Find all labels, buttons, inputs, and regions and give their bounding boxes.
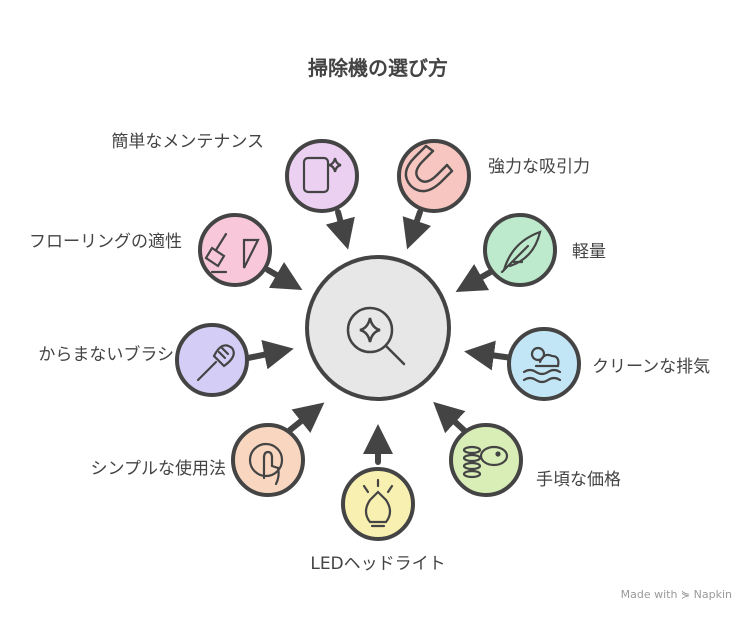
feather-icon — [500, 230, 542, 274]
node-price — [449, 423, 523, 497]
node-simple-use — [231, 423, 305, 497]
tablet-sparkle-icon — [302, 156, 342, 194]
arrow-maintenance — [325, 207, 355, 250]
label-price: 手頃な価格 — [536, 470, 621, 490]
label-exhaust: クリーンな排気 — [592, 357, 711, 377]
arrow-lightweight — [455, 264, 499, 292]
piggy-bank-icon — [462, 445, 509, 479]
hub-node — [305, 255, 451, 401]
label-lightweight: 軽量 — [572, 242, 606, 262]
magnet-icon — [404, 144, 454, 193]
page-title: 掃除機の選び方 — [308, 56, 448, 80]
napkin-branding: Made with ⋟ Napkin — [620, 588, 732, 601]
node-exhaust — [507, 327, 581, 401]
arrow-price — [433, 401, 471, 437]
arrow-flooring — [263, 261, 303, 291]
label-led: LEDヘッドライト — [310, 554, 446, 574]
node-led — [341, 467, 415, 541]
label-brush: からまないブラシ — [38, 345, 174, 365]
arrow-simple-use — [285, 402, 325, 435]
light-bulb-icon — [362, 478, 394, 528]
node-suction — [397, 139, 471, 213]
arrow-suction — [402, 207, 432, 250]
node-maintenance — [285, 139, 359, 213]
node-lightweight — [483, 213, 557, 287]
node-flooring — [198, 213, 272, 287]
fresh-air-icon — [522, 346, 562, 384]
broom-floor-icon — [204, 232, 260, 274]
tap-hand-icon — [248, 442, 284, 486]
magnifier-sparkle-icon — [346, 306, 406, 366]
label-suction: 強力な吸引力 — [488, 157, 590, 177]
arrow-brush — [243, 339, 294, 370]
label-flooring: フローリングの適性 — [29, 232, 182, 252]
label-simple-use: シンプルな使用法 — [90, 459, 227, 479]
arrows — [243, 207, 517, 467]
label-maintenance: 簡単なメンテナンス — [111, 132, 264, 152]
node-brush — [175, 323, 249, 397]
brush-icon — [196, 344, 235, 382]
arrow-exhaust — [464, 340, 517, 371]
